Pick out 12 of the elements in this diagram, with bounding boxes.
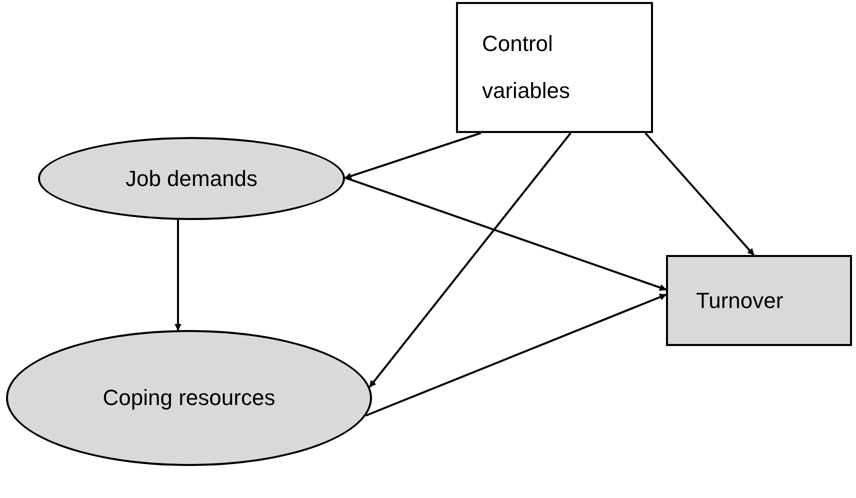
arrow (344, 132, 482, 180)
arrow (344, 176, 667, 291)
arrow (644, 132, 755, 256)
process-box (456, 2, 653, 133)
process-box (666, 255, 852, 346)
arrow (368, 132, 572, 388)
node-label: Job demands (125, 164, 258, 192)
node-label: Control variables (482, 30, 572, 105)
arrow (174, 220, 182, 331)
arrow (365, 294, 667, 417)
node-label: Coping resources (102, 384, 276, 412)
node-label: Turnover (696, 286, 784, 314)
